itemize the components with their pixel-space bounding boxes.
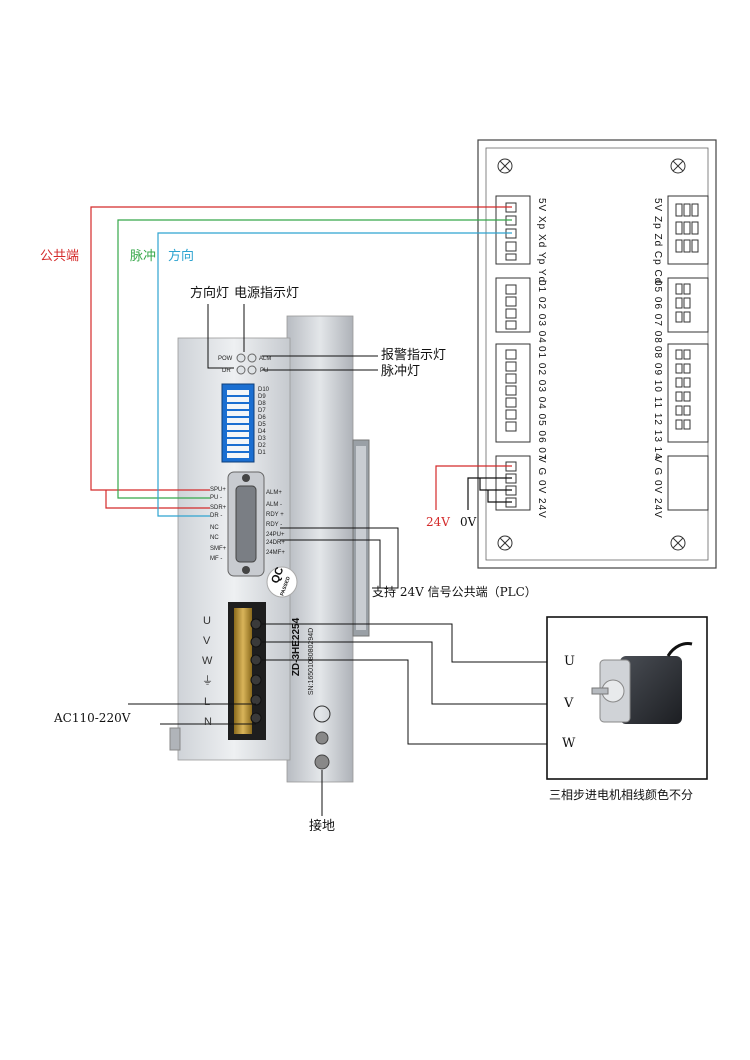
dip-label: D4	[258, 429, 266, 435]
label-direction: 方向	[168, 249, 195, 264]
leader-lines	[128, 304, 554, 816]
controller-label-in2: 05 06 07 08	[652, 280, 663, 344]
motor-phase-u: U	[564, 654, 575, 669]
label-24v: 24V	[426, 515, 450, 529]
wire-common-red	[90, 206, 512, 491]
led-pow-label: POW	[218, 356, 233, 362]
connector-xy	[495, 195, 531, 265]
pin-label: NC	[210, 535, 219, 541]
label-ac-input: AC110-220V	[54, 711, 131, 725]
controller-label-in1: 01 02 03 04	[536, 280, 547, 344]
controller-label-pwr1: V G 0V 24V	[536, 456, 547, 519]
pin-label: ALM+	[266, 490, 282, 496]
label-pulse: 脉冲	[130, 249, 157, 264]
controller-label-zc: 5V Zp Zd Cp Cd	[652, 198, 663, 285]
dip-label: D6	[258, 415, 266, 421]
label-power-lamp: 电源指示灯	[234, 286, 300, 301]
pin-label: ALM -	[266, 502, 283, 508]
ground-symbol-icon: ⏚	[202, 675, 213, 687]
pin-label: 24MF+	[266, 550, 285, 556]
terminal-label: L	[204, 696, 211, 708]
led-alm-label: ALM	[259, 356, 272, 362]
screw-icon	[670, 158, 686, 174]
serial-label: SN:1650108080294D	[308, 627, 316, 696]
wire-common-red-2	[105, 490, 210, 509]
connector-inputs-1	[495, 277, 531, 333]
wire-pulse-green	[117, 219, 512, 499]
motor-box	[546, 616, 708, 780]
pin-label: RDY +	[266, 512, 284, 518]
pin-label: 24DR+	[266, 540, 285, 546]
stepper-driver	[169, 315, 370, 783]
terminal-label: W	[202, 655, 213, 667]
connector-power-right	[667, 455, 709, 511]
label-alarm-lamp: 报警指示灯	[381, 348, 447, 363]
pin-label: NC	[210, 525, 219, 531]
screw-icon	[497, 158, 513, 174]
led-pu-label: PU	[260, 368, 269, 374]
wire-direction-blue	[157, 232, 512, 517]
pin-label: MF -	[210, 556, 223, 562]
pin-label: SDR+	[210, 505, 227, 511]
power-wires	[435, 465, 512, 510]
wire-24v	[435, 465, 512, 510]
connector-outputs-1	[495, 343, 531, 443]
connector-outputs-2	[667, 343, 709, 443]
dip-label: D10	[258, 387, 270, 393]
pin-label: SMF+	[210, 546, 227, 552]
screw-icon	[497, 535, 513, 551]
connector-zc	[667, 195, 709, 265]
label-plc-support: 支持 24V 信号公共端（PLC）	[372, 585, 537, 599]
terminal-label: N	[204, 716, 212, 728]
dip-label: D2	[258, 443, 266, 449]
controller-label-pwr2: V G 0V 24V	[652, 456, 663, 519]
terminal-label: U	[203, 615, 211, 627]
dip-label: D8	[258, 401, 266, 407]
stepper-motor-icon	[591, 642, 693, 724]
dip-label: D5	[258, 422, 266, 428]
dip-label: D1	[258, 450, 266, 456]
screw-icon	[670, 535, 686, 551]
label-0v: 0V	[460, 515, 477, 529]
dip-label: D7	[258, 408, 266, 414]
signal-wires	[90, 206, 512, 517]
wire-0v	[467, 477, 512, 510]
connector-inputs-2	[667, 277, 709, 333]
pin-label: RDY -	[266, 522, 283, 528]
motor-phase-w: W	[562, 736, 576, 751]
pin-label: PU -	[210, 495, 222, 501]
pin-label: 24PU+	[266, 532, 285, 538]
pin-label: DR -	[210, 513, 223, 519]
label-ground: 接地	[309, 819, 336, 834]
label-motor-note: 三相步进电机相线颜色不分	[549, 788, 694, 802]
label-common: 公共端	[40, 249, 80, 264]
dip-label: D3	[258, 436, 266, 442]
label-dir-lamp: 方向灯	[190, 286, 230, 301]
controller-label-out1: 01 02 03 04 05 06 07	[536, 346, 547, 461]
label-pulse-lamp: 脉冲灯	[381, 364, 421, 379]
controller-label-xy: 5V Xp Xd Yp Yd	[536, 198, 547, 284]
led-dr-label: DR	[222, 368, 231, 374]
motor-phase-v: V	[564, 696, 574, 711]
terminal-label: V	[203, 635, 211, 647]
controller-label-out2: 08 09 10 11 12 13 14	[652, 346, 663, 460]
controller-board	[477, 139, 717, 569]
pin-label: SPU+	[210, 487, 226, 493]
dip-label: D9	[258, 394, 266, 400]
connector-power-left	[495, 455, 531, 511]
model-label: ZD-3HE2254	[291, 617, 303, 677]
